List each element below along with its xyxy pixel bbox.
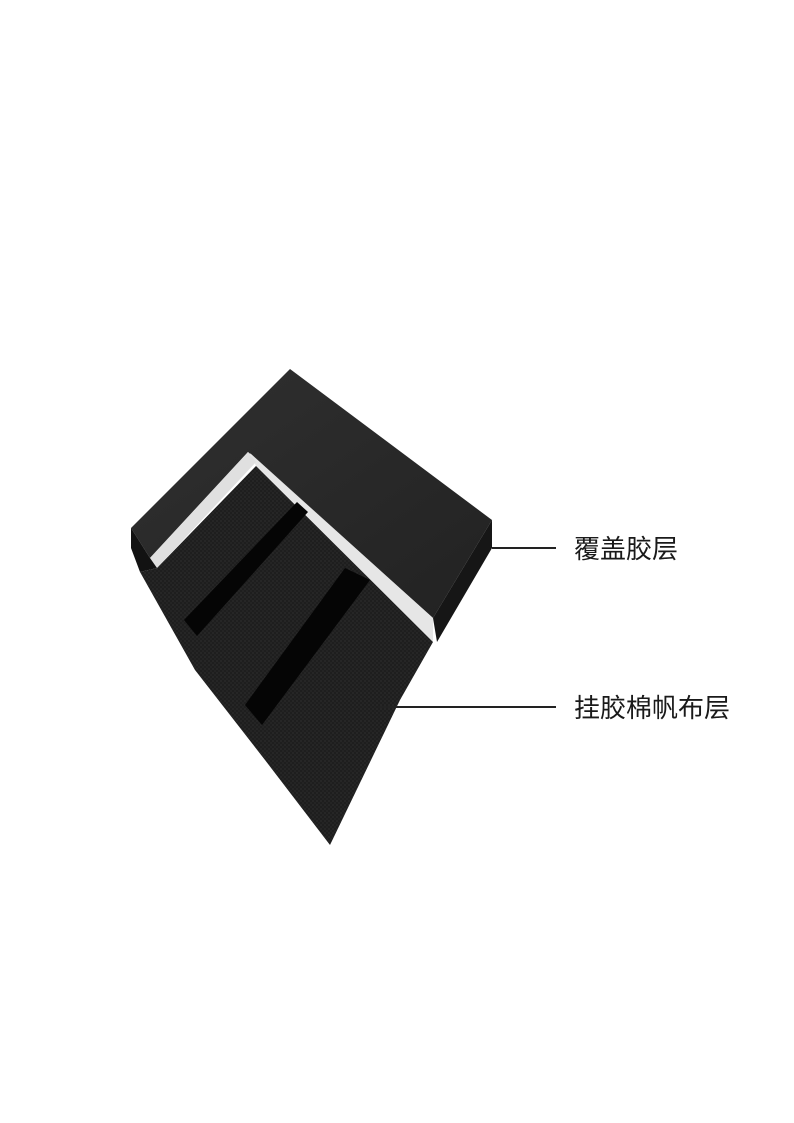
cover-rubber-label: 覆盖胶层 [574,535,678,565]
cover-rubber-top-surface [131,369,492,618]
cover-edge-highlight [250,453,433,642]
left-outer-edge [131,528,157,572]
fabric-ply-label: 挂胶棉帆布层 [574,694,730,724]
ply-groove-1 [184,502,308,636]
cover-left-highlight [150,452,256,568]
cover-rubber-right-edge [433,520,492,642]
ply-groove-2 [245,568,370,725]
